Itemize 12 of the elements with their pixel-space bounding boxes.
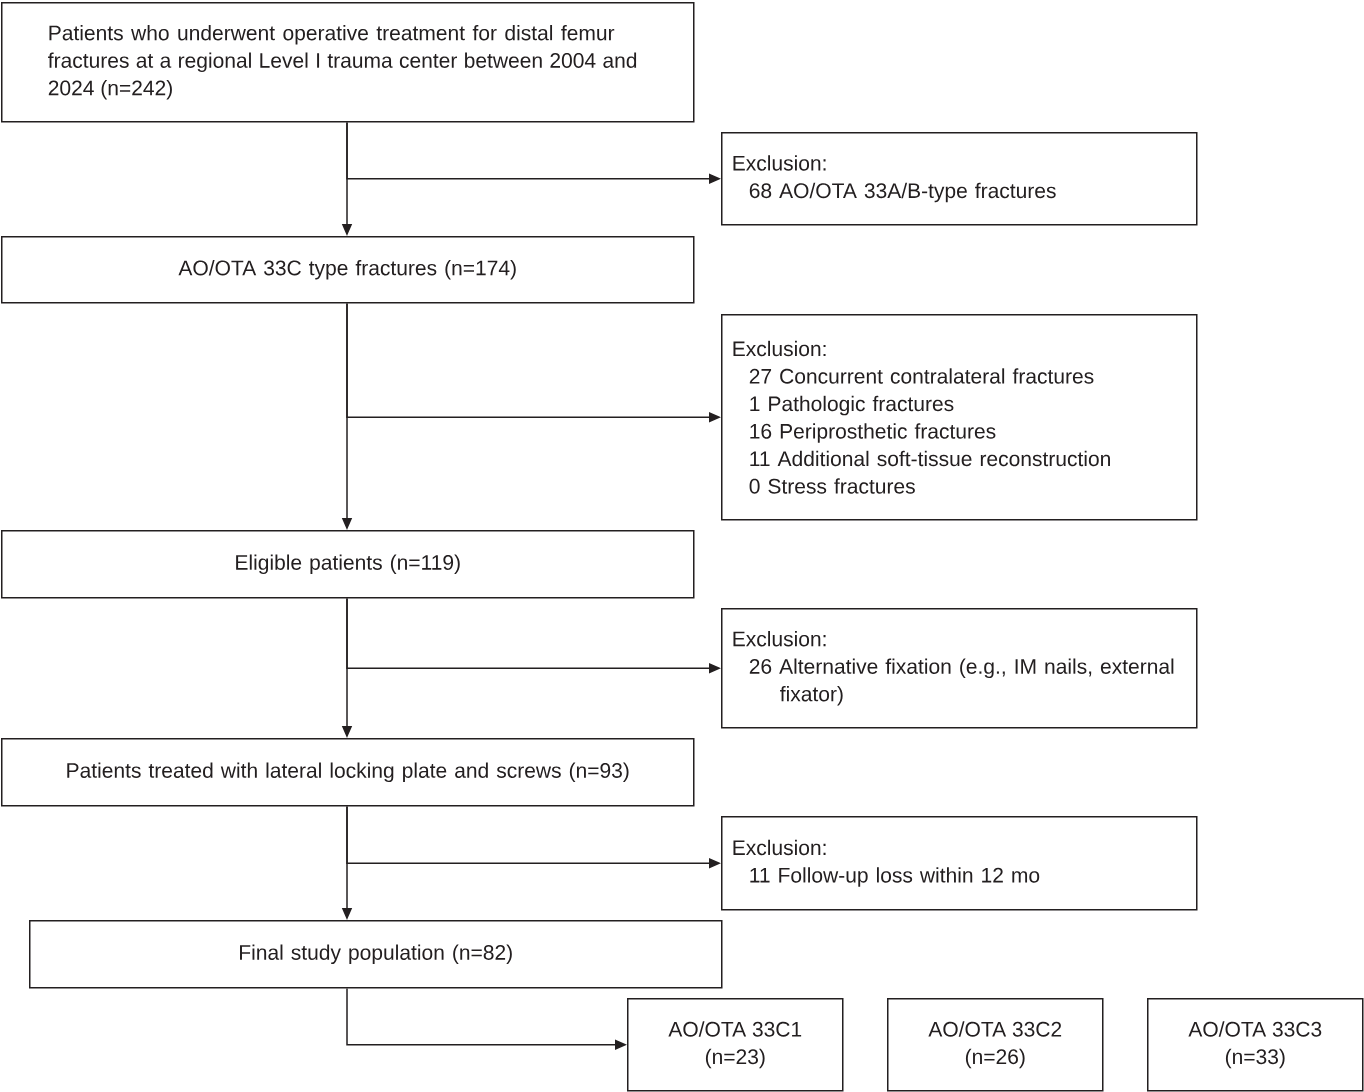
subgroup-box: AO/OTA 33C3 (n=33) <box>1147 998 1364 1092</box>
flow-box: Eligible patients (n=119) <box>1 530 695 599</box>
flow-box: Final study population (n=82) <box>29 920 723 989</box>
subgroup-box: AO/OTA 33C1 (n=23) <box>627 998 844 1092</box>
subgroup-box: AO/OTA 33C2 (n=26) <box>887 998 1104 1092</box>
exclusion-box: Exclusion: 68 AO/OTA 33A/B-type fractures <box>721 132 1198 226</box>
exclusion-box: Exclusion: 27 Concurrent contralateral fractures 1 Pathologic fractures 16 Periprosthetic fractures 11 Additional soft-tissue reconstruction 0 Stress fractures <box>721 314 1198 521</box>
flow-box: Patients who underwent operative treatment for distal femur fractures at a regional Level I trauma center between 2004 and 2024 (n=242) <box>1 2 695 123</box>
flow-box: Patients treated with lateral locking plate and screws (n=93) <box>1 738 695 807</box>
exclusion-box: Exclusion: 26 Alternative fixation (e.g., IM nails, external fixator) <box>721 608 1198 729</box>
exclusion-box: Exclusion: 11 Follow-up loss within 12 mo <box>721 816 1198 911</box>
flow-box: AO/OTA 33C type fractures (n=174) <box>1 236 695 304</box>
